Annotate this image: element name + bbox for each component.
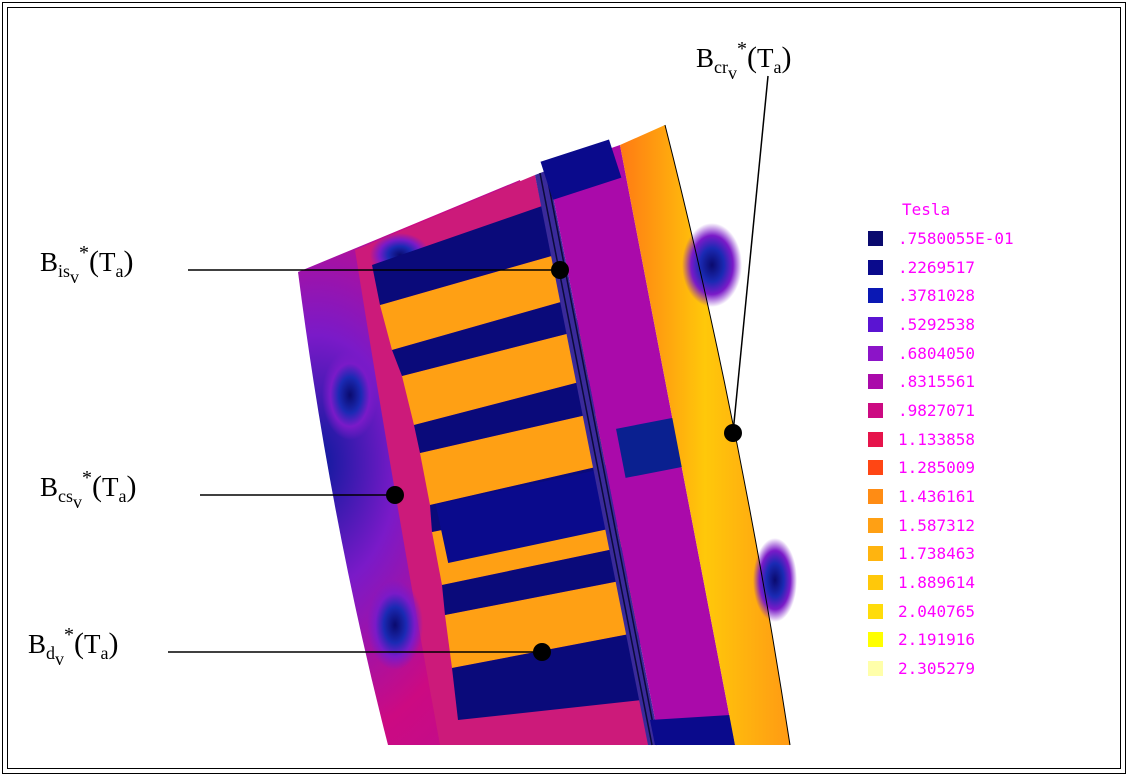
legend-swatch xyxy=(868,632,883,648)
flux-spot xyxy=(322,350,378,440)
legend-swatch xyxy=(868,288,883,304)
legend-swatch xyxy=(868,345,883,361)
legend-value: .7580055E-01 xyxy=(898,228,1014,248)
legend-value: 2.191916 xyxy=(898,630,976,650)
legend-swatch xyxy=(868,460,883,476)
marker-d xyxy=(533,643,551,661)
legend-value: 1.587312 xyxy=(898,515,976,535)
legend-swatch xyxy=(868,661,883,677)
flux-spot xyxy=(367,580,423,670)
callout-d-label: Bdv*(Ta) xyxy=(28,624,119,669)
flux-spot xyxy=(753,538,797,622)
legend-row: 1.587312 xyxy=(868,511,1058,540)
legend-swatch xyxy=(868,402,883,418)
legend-value: .5292538 xyxy=(898,314,976,334)
legend-value: .9827071 xyxy=(898,400,976,420)
inner-frame xyxy=(7,7,1121,769)
legend-row: 1.285009 xyxy=(868,454,1058,483)
rotor-bottom-block xyxy=(650,715,735,745)
legend-row: 2.305279 xyxy=(868,654,1058,683)
rotor-top-block xyxy=(540,139,622,200)
rotor-yoke xyxy=(620,125,790,745)
legend-swatch xyxy=(868,517,883,533)
legend-swatch xyxy=(868,489,883,505)
legend-value: 1.436161 xyxy=(898,487,976,507)
stator-slots xyxy=(372,205,642,720)
legend-row: .5292538 xyxy=(868,310,1058,339)
callout-cs-label: Bcsv*(Ta) xyxy=(40,467,137,512)
flux-spot xyxy=(682,223,742,307)
legend-row: 1.436161 xyxy=(868,482,1058,511)
legend-swatch xyxy=(868,575,883,591)
legend-row: .7580055E-01 xyxy=(868,224,1058,253)
legend-value: 1.738463 xyxy=(898,544,976,564)
legend-row: .8315561 xyxy=(868,367,1058,396)
legend-row: .9827071 xyxy=(868,396,1058,425)
marker-cr xyxy=(724,424,742,442)
legend-value: .6804050 xyxy=(898,343,976,363)
marker-is xyxy=(551,261,569,279)
legend-value: 2.305279 xyxy=(898,659,976,679)
legend-row: .6804050 xyxy=(868,339,1058,368)
legend-value: 2.040765 xyxy=(898,601,976,621)
legend-row: 1.133858 xyxy=(868,425,1058,454)
callout-is-label: Bisv*(Ta) xyxy=(40,242,134,287)
callout-cr-label: Bcrv*(Ta) xyxy=(696,38,792,83)
legend-swatch xyxy=(868,316,883,332)
legend-row: .3781028 xyxy=(868,281,1058,310)
legend-title: Tesla xyxy=(902,200,951,219)
legend-swatch xyxy=(868,603,883,619)
legend-row: 1.889614 xyxy=(868,568,1058,597)
legend-swatch xyxy=(868,374,883,390)
legend-swatch xyxy=(868,230,883,246)
legend-row: 1.738463 xyxy=(868,540,1058,569)
legend-row: .2269517 xyxy=(868,253,1058,282)
legend-value: 1.285009 xyxy=(898,458,976,478)
legend-swatch xyxy=(868,431,883,447)
legend-value: .2269517 xyxy=(898,257,976,277)
legend-value: 1.889614 xyxy=(898,573,976,593)
legend-swatch xyxy=(868,259,883,275)
legend-value: .8315561 xyxy=(898,372,976,392)
marker-cs xyxy=(386,486,404,504)
legend-value: 1.133858 xyxy=(898,429,976,449)
color-legend: Tesla .7580055E-01 .2269517 .3781028 .52925… xyxy=(868,200,1058,683)
legend-rows: .7580055E-01 .2269517 .3781028 .5292538 .680… xyxy=(868,224,1058,683)
leader-line-cr xyxy=(732,75,769,434)
legend-row: 2.191916 xyxy=(868,626,1058,655)
legend-value: .3781028 xyxy=(898,286,976,306)
legend-swatch xyxy=(868,546,883,562)
legend-row: 2.040765 xyxy=(868,597,1058,626)
